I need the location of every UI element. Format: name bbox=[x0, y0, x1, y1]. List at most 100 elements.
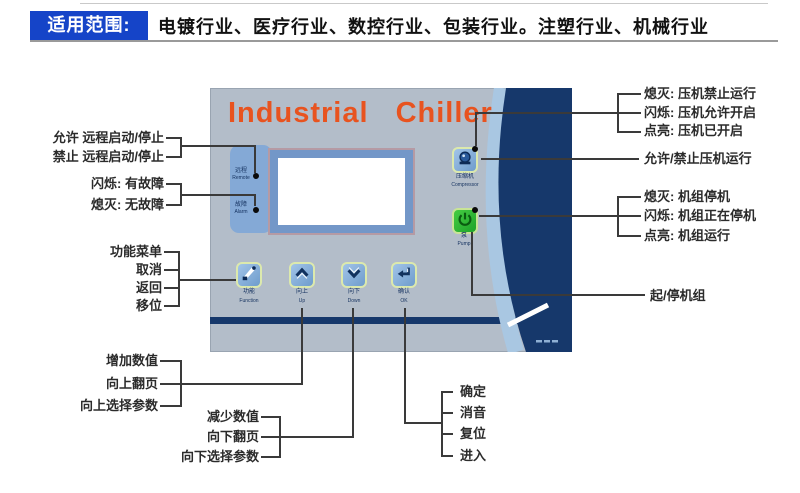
up-button-label-en: Up bbox=[298, 298, 306, 304]
connector-line bbox=[404, 422, 442, 424]
up-button-label-zh: 向上 bbox=[295, 289, 308, 295]
panel-title: Industrial Chiller bbox=[228, 97, 493, 129]
annotation-remote-forbid: 禁止 远程启动/停止 bbox=[52, 149, 164, 164]
connector-line bbox=[441, 412, 453, 414]
scope-badge: 适用范围: bbox=[30, 11, 148, 40]
annotation-unit-off: 熄灭: 机组停机 bbox=[644, 189, 730, 204]
annotation-alarm-off: 熄灭: 无故障 bbox=[91, 197, 164, 212]
annotation-comp-switch: 允许/禁止压机运行 bbox=[644, 151, 752, 166]
annotation-page-up: 向上翻页 bbox=[105, 376, 158, 391]
power-icon bbox=[456, 210, 474, 233]
connector-line bbox=[471, 294, 645, 296]
lcd-frame bbox=[268, 148, 415, 235]
industries-text: 电镀行业、医疗行业、数控行业、包装行业。注塑行业、机械行业 bbox=[158, 17, 709, 37]
chevron-up-icon bbox=[293, 264, 311, 287]
connector-line bbox=[261, 416, 281, 418]
annotation-increase: 增加数值 bbox=[105, 353, 158, 368]
ok-button-label-en: OK bbox=[400, 298, 408, 304]
connector-line bbox=[475, 112, 477, 146]
connector-line bbox=[160, 360, 182, 362]
function-button[interactable] bbox=[236, 262, 262, 288]
annotation-comp-off: 熄灭: 压机禁止运行 bbox=[644, 86, 756, 101]
annotation-shift: 移位 bbox=[135, 298, 162, 313]
connector-line bbox=[254, 145, 256, 173]
annotation-decrease: 减少数值 bbox=[206, 409, 259, 424]
down-button-label-zh: 向下 bbox=[347, 289, 360, 295]
annotation-mute: 消音 bbox=[460, 405, 487, 420]
connector-line bbox=[617, 215, 641, 217]
panel-stripe bbox=[210, 317, 532, 324]
alarm-led bbox=[253, 207, 259, 213]
indicator-area bbox=[230, 145, 272, 233]
connector-line bbox=[160, 405, 182, 407]
annotation-unit-run: 点亮: 机组运行 bbox=[644, 228, 730, 243]
remote-led bbox=[253, 173, 259, 179]
connector-line bbox=[441, 455, 453, 457]
compressor-led bbox=[472, 146, 478, 152]
connector-line bbox=[261, 436, 281, 438]
compressor-button-label-en: Compressor bbox=[451, 182, 479, 188]
connector-line bbox=[617, 235, 641, 237]
connector-line bbox=[261, 456, 281, 458]
connector-line bbox=[178, 279, 236, 281]
connector-line bbox=[254, 194, 256, 206]
annotation-enter: 进入 bbox=[460, 448, 487, 463]
connector-line bbox=[617, 131, 641, 133]
annotation-comp-flash: 闪烁: 压机允许开启 bbox=[644, 105, 756, 120]
remote-indicator-label-en: Remote bbox=[232, 175, 250, 181]
power-led bbox=[472, 207, 478, 213]
connector-line bbox=[166, 137, 180, 139]
annotation-back: 返回 bbox=[135, 280, 162, 295]
alarm-indicator-label-en: Alarm bbox=[234, 209, 248, 215]
connector-line bbox=[160, 383, 182, 385]
annotation-confirm: 确定 bbox=[460, 384, 487, 399]
annotation-cancel: 取消 bbox=[135, 262, 162, 277]
connector-line bbox=[164, 269, 180, 271]
annotation-remote-allow: 允许 远程启动/停止 bbox=[52, 130, 164, 145]
connector-line bbox=[441, 391, 453, 393]
annotation-alarm-flash: 闪烁: 有故障 bbox=[91, 176, 164, 191]
connector-line bbox=[404, 308, 406, 424]
annotation-select-down: 向下选择参数 bbox=[180, 449, 259, 464]
connector-line bbox=[180, 145, 256, 147]
annotation-unit-switch: 起/停机组 bbox=[650, 288, 706, 303]
ok-button-label-zh: 确认 bbox=[397, 289, 410, 295]
down-button[interactable] bbox=[341, 262, 367, 288]
annotation-select-up: 向上选择参数 bbox=[79, 398, 158, 413]
annotation-function-menu: 功能菜单 bbox=[109, 244, 162, 259]
connector-line bbox=[180, 137, 182, 158]
down-button-label-en: Down bbox=[347, 298, 361, 304]
enter-arrow-icon bbox=[395, 264, 413, 287]
remote-indicator-label-zh: 远程 bbox=[234, 168, 247, 174]
annotation-reset: 复位 bbox=[460, 426, 487, 441]
connector-line bbox=[352, 308, 354, 438]
lcd-screen bbox=[278, 158, 405, 225]
connector-line bbox=[475, 112, 619, 114]
header-underline bbox=[30, 40, 778, 42]
power-button-label-zh: 泵 bbox=[460, 233, 467, 239]
ok-button[interactable] bbox=[391, 262, 417, 288]
connector-line bbox=[471, 232, 473, 296]
up-button[interactable] bbox=[289, 262, 315, 288]
connector-line bbox=[441, 433, 453, 435]
connector-line bbox=[617, 112, 641, 114]
connector-line bbox=[180, 194, 255, 196]
connector-line bbox=[166, 183, 180, 185]
connector-line bbox=[441, 391, 443, 457]
connector-line bbox=[479, 215, 619, 217]
alarm-indicator-label-zh: 故障 bbox=[234, 202, 247, 208]
connector-line bbox=[180, 383, 302, 385]
compressor-button-label-zh: 压缩机 bbox=[455, 174, 474, 180]
connector-line bbox=[164, 305, 180, 307]
connector-line bbox=[166, 156, 180, 158]
top-divider bbox=[80, 3, 768, 4]
annotation-comp-on: 点亮: 压机已开启 bbox=[644, 123, 743, 138]
function-button-label-en: Function bbox=[239, 298, 259, 304]
connector-line bbox=[617, 93, 641, 95]
connector-line bbox=[279, 436, 353, 438]
connector-line bbox=[481, 158, 639, 160]
function-button-label-zh: 功能 bbox=[242, 289, 255, 295]
connector-line bbox=[301, 308, 303, 385]
power-button-label-en: Pump bbox=[457, 241, 471, 247]
